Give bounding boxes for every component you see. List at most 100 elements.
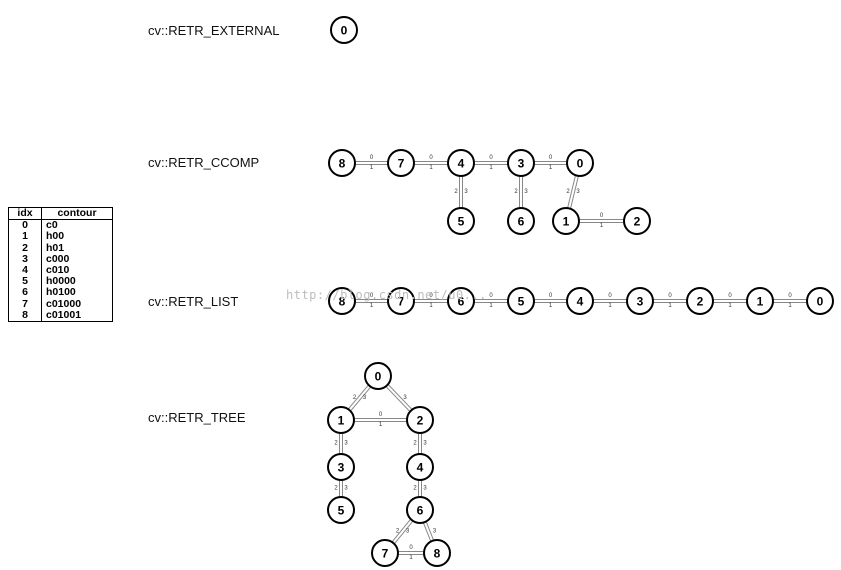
node-circle	[328, 287, 356, 315]
edge-label: 1	[728, 303, 732, 309]
edge-ccomp-3-0: 01	[534, 155, 567, 171]
edge-tree-0-2: 3	[385, 384, 413, 412]
node-circle	[327, 496, 355, 524]
node-circle	[507, 207, 535, 235]
node-ccomp-3: 3	[507, 149, 535, 177]
edge-label: 2	[334, 441, 338, 447]
edge-label: 0	[429, 293, 433, 299]
edge-line	[567, 175, 576, 209]
node-list-1: 1	[746, 287, 774, 315]
edge-label: 2	[566, 189, 570, 195]
edge-label: 2	[454, 189, 458, 195]
edge-label: 1	[600, 223, 604, 229]
node-circle	[626, 287, 654, 315]
edge-tree-1-2: 01	[354, 412, 407, 428]
node-label: 3	[637, 295, 644, 309]
node-label: 2	[697, 295, 704, 309]
node-tree-4: 4	[406, 453, 434, 481]
node-label: 6	[417, 504, 424, 518]
edge-label: 2	[396, 529, 400, 535]
legend-contour: c010	[41, 264, 113, 277]
node-label: 5	[458, 215, 465, 229]
edge-label: 0	[379, 412, 383, 418]
edge-label: 3	[344, 486, 348, 492]
legend-contour: h01	[41, 242, 113, 254]
node-label: 3	[518, 157, 525, 171]
node-label: 8	[339, 295, 346, 309]
node-list-5: 5	[507, 287, 535, 315]
edge-label: 3	[363, 395, 367, 401]
edge-label: 0	[549, 293, 553, 299]
node-circle	[552, 207, 580, 235]
node-circle	[406, 496, 434, 524]
legend-contour: c01000	[41, 298, 113, 310]
edge-label: 0	[409, 545, 413, 551]
node-circle	[423, 539, 451, 567]
edge-ccomp-8-7: 01	[355, 155, 388, 171]
legend-contour: c000	[41, 253, 113, 266]
node-label: 7	[398, 295, 405, 309]
edge-label: 3	[403, 395, 407, 401]
edge-label: 3	[433, 529, 437, 535]
node-circle	[447, 207, 475, 235]
node-ccomp-5: 5	[447, 207, 475, 235]
node-label: 3	[338, 461, 345, 475]
edge-ccomp-1-2: 01	[579, 213, 624, 229]
node-circle	[330, 16, 358, 44]
legend-header-contour: contour	[41, 206, 113, 221]
legend-contour: c0	[41, 219, 113, 232]
watermark-text: http://blog.csdn.net/u0...	[286, 288, 487, 302]
edge-list-2-1: 01	[713, 293, 747, 309]
edge-line	[393, 520, 414, 545]
node-list-2: 2	[686, 287, 714, 315]
mode-label-list: cv::RETR_LIST	[148, 294, 239, 309]
edge-ccomp-7-4: 01	[414, 155, 448, 171]
edge-label: 1	[549, 303, 553, 309]
node-circle	[507, 287, 535, 315]
node-tree-2: 2	[406, 406, 434, 434]
node-label: 2	[417, 414, 424, 428]
edge-label: 1	[549, 165, 553, 171]
node-ccomp-1: 1	[552, 207, 580, 235]
node-label: 5	[338, 504, 345, 518]
edge-list-8-7: 01	[355, 293, 388, 309]
node-label: 6	[458, 295, 465, 309]
edge-label: 2	[334, 486, 338, 492]
edge-label: 0	[600, 213, 604, 219]
node-tree-0: 0	[364, 362, 392, 390]
edge-label: 1	[370, 165, 374, 171]
edge-label: 1	[370, 303, 374, 309]
node-label: 4	[458, 157, 465, 171]
edge-label: 3	[344, 441, 348, 447]
edge-list-3-2: 01	[653, 293, 687, 309]
node-label: 7	[382, 547, 389, 561]
edge-label: 1	[489, 303, 493, 309]
edge-line	[385, 386, 411, 412]
edge-line	[570, 175, 579, 209]
mode-label-external: cv::RETR_EXTERNAL	[148, 23, 280, 38]
mode-label-ccomp: cv::RETR_CCOMP	[148, 155, 260, 170]
node-label: 0	[817, 295, 824, 309]
edge-label: 0	[370, 293, 374, 299]
node-label: 8	[434, 547, 441, 561]
edge-label: 2	[353, 395, 357, 401]
edge-list-6-5: 01	[474, 293, 508, 309]
node-list-4: 4	[566, 287, 594, 315]
edge-line	[391, 518, 412, 543]
node-tree-6: 6	[406, 496, 434, 524]
node-list-6: 6	[447, 287, 475, 315]
node-circle	[746, 287, 774, 315]
node-ccomp-0: 0	[566, 149, 594, 177]
node-circle	[507, 149, 535, 177]
legend-header-row: idx contour	[8, 206, 113, 221]
